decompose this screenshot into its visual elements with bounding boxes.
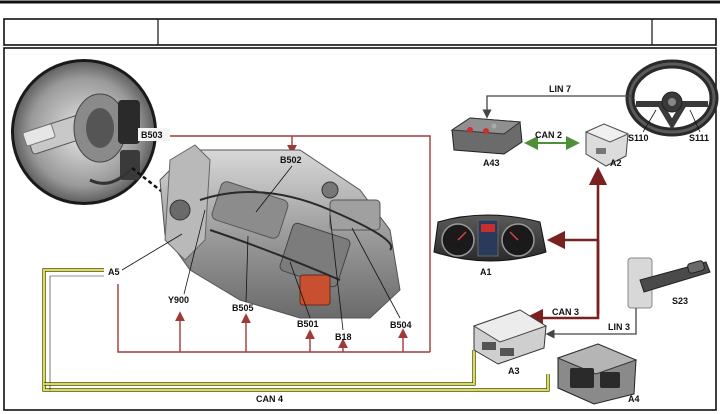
label-b504: B504 [390, 320, 412, 330]
bus-lin3-label: LIN 3 [608, 322, 630, 332]
label-b505: B505 [232, 303, 254, 313]
bus-can4-label: CAN 4 [256, 394, 283, 404]
a1-instrument-cluster: A1 [433, 214, 547, 277]
a3-module: A3 [472, 309, 548, 376]
diagram-frame [3, 47, 717, 411]
can3-line [524, 240, 600, 328]
label-a3: A3 [508, 366, 520, 376]
label-a1: A1 [480, 267, 492, 277]
a4-module: A4 [556, 343, 640, 405]
label-s23: S23 [672, 296, 688, 306]
transmission-assembly [159, 144, 401, 319]
lin7-line [482, 95, 632, 119]
can4-line [42, 268, 550, 392]
label-a43: A43 [483, 158, 500, 168]
s23-stalk-switch: S23 [627, 257, 711, 309]
label-s110: S110 [628, 133, 649, 143]
transmission-labels [121, 165, 401, 331]
label-a4: A4 [628, 394, 640, 404]
label-a2: A2 [610, 158, 622, 168]
a2-module: A2 [584, 123, 630, 168]
label-a5: A5 [108, 267, 120, 277]
header-table [0, 0, 720, 46]
steering-wheel: S110 S111 [625, 59, 719, 143]
label-s111: S111 [689, 133, 709, 143]
label-b503: B503 [141, 130, 163, 140]
label-b502: B502 [280, 155, 302, 165]
bus-can2-label: CAN 2 [535, 130, 562, 140]
label-y900: Y900 [168, 295, 189, 305]
bus-lin7-label: LIN 7 [549, 84, 571, 94]
label-b501: B501 [297, 319, 319, 329]
bus-can3-label: CAN 3 [552, 307, 579, 317]
a43-module: A43 [450, 117, 523, 168]
b503-zoom-view: B503 [11, 59, 171, 205]
label-b18: B18 [335, 332, 352, 342]
can-bus-a2-a1 [546, 166, 608, 314]
lin3-line [545, 308, 637, 339]
